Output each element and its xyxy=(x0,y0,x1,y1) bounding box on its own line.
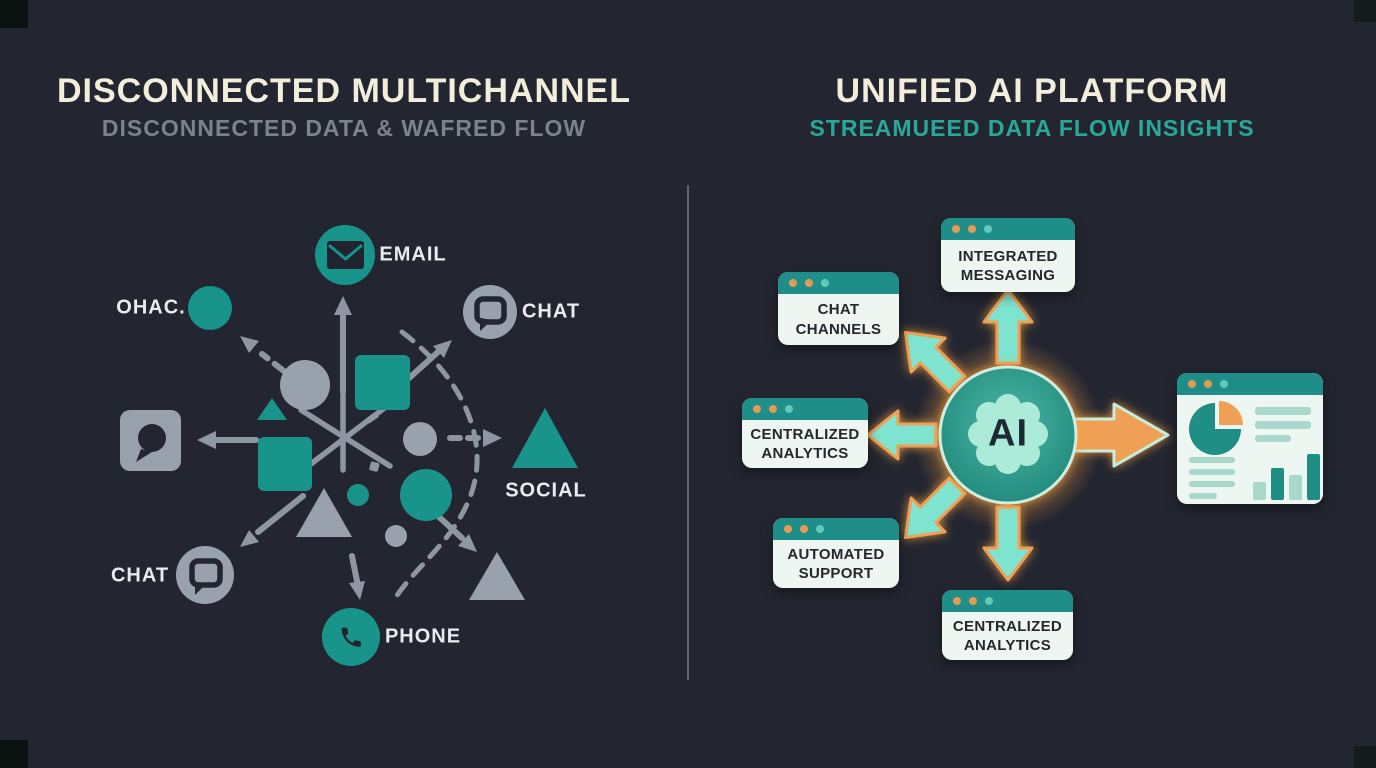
card-analytics-dashboard xyxy=(1177,373,1323,504)
arrow-up-left xyxy=(903,330,967,394)
chat-top-label: CHAT xyxy=(521,300,581,323)
corner-mark-top-left xyxy=(0,0,28,28)
card-label: CHAT CHANNELS xyxy=(795,301,882,338)
window-dot-icon xyxy=(968,225,976,233)
card-centralized-analytics: CENTRALIZED ANALYTICS xyxy=(742,398,868,468)
window-bar xyxy=(942,590,1073,612)
arrow-up xyxy=(982,288,1034,365)
left-chaos-diagram xyxy=(120,225,578,666)
teal-circle xyxy=(400,469,452,521)
chat-top-node xyxy=(463,285,517,339)
teal-square xyxy=(258,437,312,491)
window-dot-icon xyxy=(800,525,808,533)
right-unified-diagram xyxy=(866,288,1170,582)
corner-mark-bottom-right xyxy=(1354,746,1376,768)
window-bar xyxy=(773,518,899,540)
email-node xyxy=(315,225,375,285)
text-line-placeholders xyxy=(1189,407,1311,499)
window-dot-icon xyxy=(985,597,993,605)
small-gray-circle xyxy=(385,525,407,547)
window-bar xyxy=(742,398,868,420)
window-dot-icon xyxy=(952,225,960,233)
window-dot-icon xyxy=(1188,380,1196,388)
corner-mark-top-right xyxy=(1354,0,1376,22)
card-centralized-analytics-bottom: CENTRALIZED ANALYTICS xyxy=(942,590,1073,660)
gray-triangle-bottom xyxy=(469,552,525,600)
card-automated-support: AUTOMATED SUPPORT xyxy=(773,518,899,588)
dashboard-graphics xyxy=(1189,401,1320,500)
social-triangle-node xyxy=(512,408,578,468)
chat-bubble-icon xyxy=(189,558,223,595)
card-label: INTEGRATED MESSAGING xyxy=(958,247,1058,285)
left-panel-title: DISCONNECTED MULTICHANNEL xyxy=(56,72,631,110)
window-dot-icon xyxy=(1204,380,1212,388)
teal-square xyxy=(355,355,410,410)
message-square-node xyxy=(120,410,181,471)
window-dot-icon xyxy=(785,405,793,413)
ai-core-node xyxy=(938,365,1078,505)
chat-bottom-node xyxy=(176,546,234,604)
chat-bottom-label: CHAT xyxy=(110,564,170,587)
stray-dash xyxy=(366,412,379,424)
window-dot-icon xyxy=(821,279,829,287)
window-bar xyxy=(941,218,1075,240)
panel-divider xyxy=(687,185,689,680)
small-teal-triangle xyxy=(257,398,287,420)
window-dot-icon xyxy=(784,525,792,533)
ohac-label: OHAC. xyxy=(116,296,186,319)
email-icon xyxy=(327,241,364,269)
flow-arrows xyxy=(866,288,1034,582)
gray-circle xyxy=(280,360,330,410)
round-chat-bubble-icon xyxy=(136,424,166,462)
card-label: CENTRALIZED ANALYTICS xyxy=(750,425,860,463)
arrow-down xyxy=(982,505,1034,582)
teal-dot-node xyxy=(188,286,232,330)
small-teal-circle xyxy=(347,484,369,506)
card-label: CENTRALIZED ANALYTICS xyxy=(952,617,1063,655)
gray-triangle xyxy=(296,488,352,537)
gray-circle-small xyxy=(403,422,437,456)
corner-mark-bottom-left xyxy=(0,740,28,768)
brain-icon xyxy=(968,394,1048,474)
arrow-down-left xyxy=(903,476,967,540)
stray-dash xyxy=(369,461,380,472)
window-dot-icon xyxy=(789,279,797,287)
arrow-left xyxy=(866,409,938,461)
right-panel-title: UNIFIED AI PLATFORM xyxy=(835,72,1229,110)
window-dot-icon xyxy=(1220,380,1228,388)
pie-chart-icon xyxy=(1189,401,1243,455)
phone-icon xyxy=(341,627,361,647)
card-label: AUTOMATED SUPPORT xyxy=(787,545,885,583)
chat-bubble-icon xyxy=(474,296,507,331)
window-dot-icon xyxy=(753,405,761,413)
window-dot-icon xyxy=(984,225,992,233)
scatter-shapes xyxy=(257,355,525,600)
phone-label: PHONE xyxy=(384,625,462,648)
social-label: SOCIAL xyxy=(505,479,587,502)
bar-chart-icon xyxy=(1253,454,1320,500)
arrow-right-orange xyxy=(1070,402,1170,468)
card-integrated-messaging: INTEGRATED MESSAGING xyxy=(941,218,1075,292)
phone-node xyxy=(322,608,380,666)
window-bar xyxy=(1177,373,1323,395)
window-dot-icon xyxy=(953,597,961,605)
window-dot-icon xyxy=(805,279,813,287)
dashed-curve xyxy=(391,329,480,603)
window-dot-icon xyxy=(816,525,824,533)
card-chat-channels: CHAT CHANNELS xyxy=(778,272,899,345)
ai-core-label: AI xyxy=(988,412,1028,455)
window-bar xyxy=(778,272,899,294)
email-label: EMAIL xyxy=(379,243,447,266)
right-panel-subtitle: STREAMUEED DATA FLOW INSIGHTS xyxy=(809,115,1255,141)
left-panel-subtitle: DISCONNECTED DATA & WAFRED FLOW xyxy=(101,115,587,141)
window-dot-icon xyxy=(969,597,977,605)
window-dot-icon xyxy=(769,405,777,413)
chaos-arrows xyxy=(197,296,502,600)
